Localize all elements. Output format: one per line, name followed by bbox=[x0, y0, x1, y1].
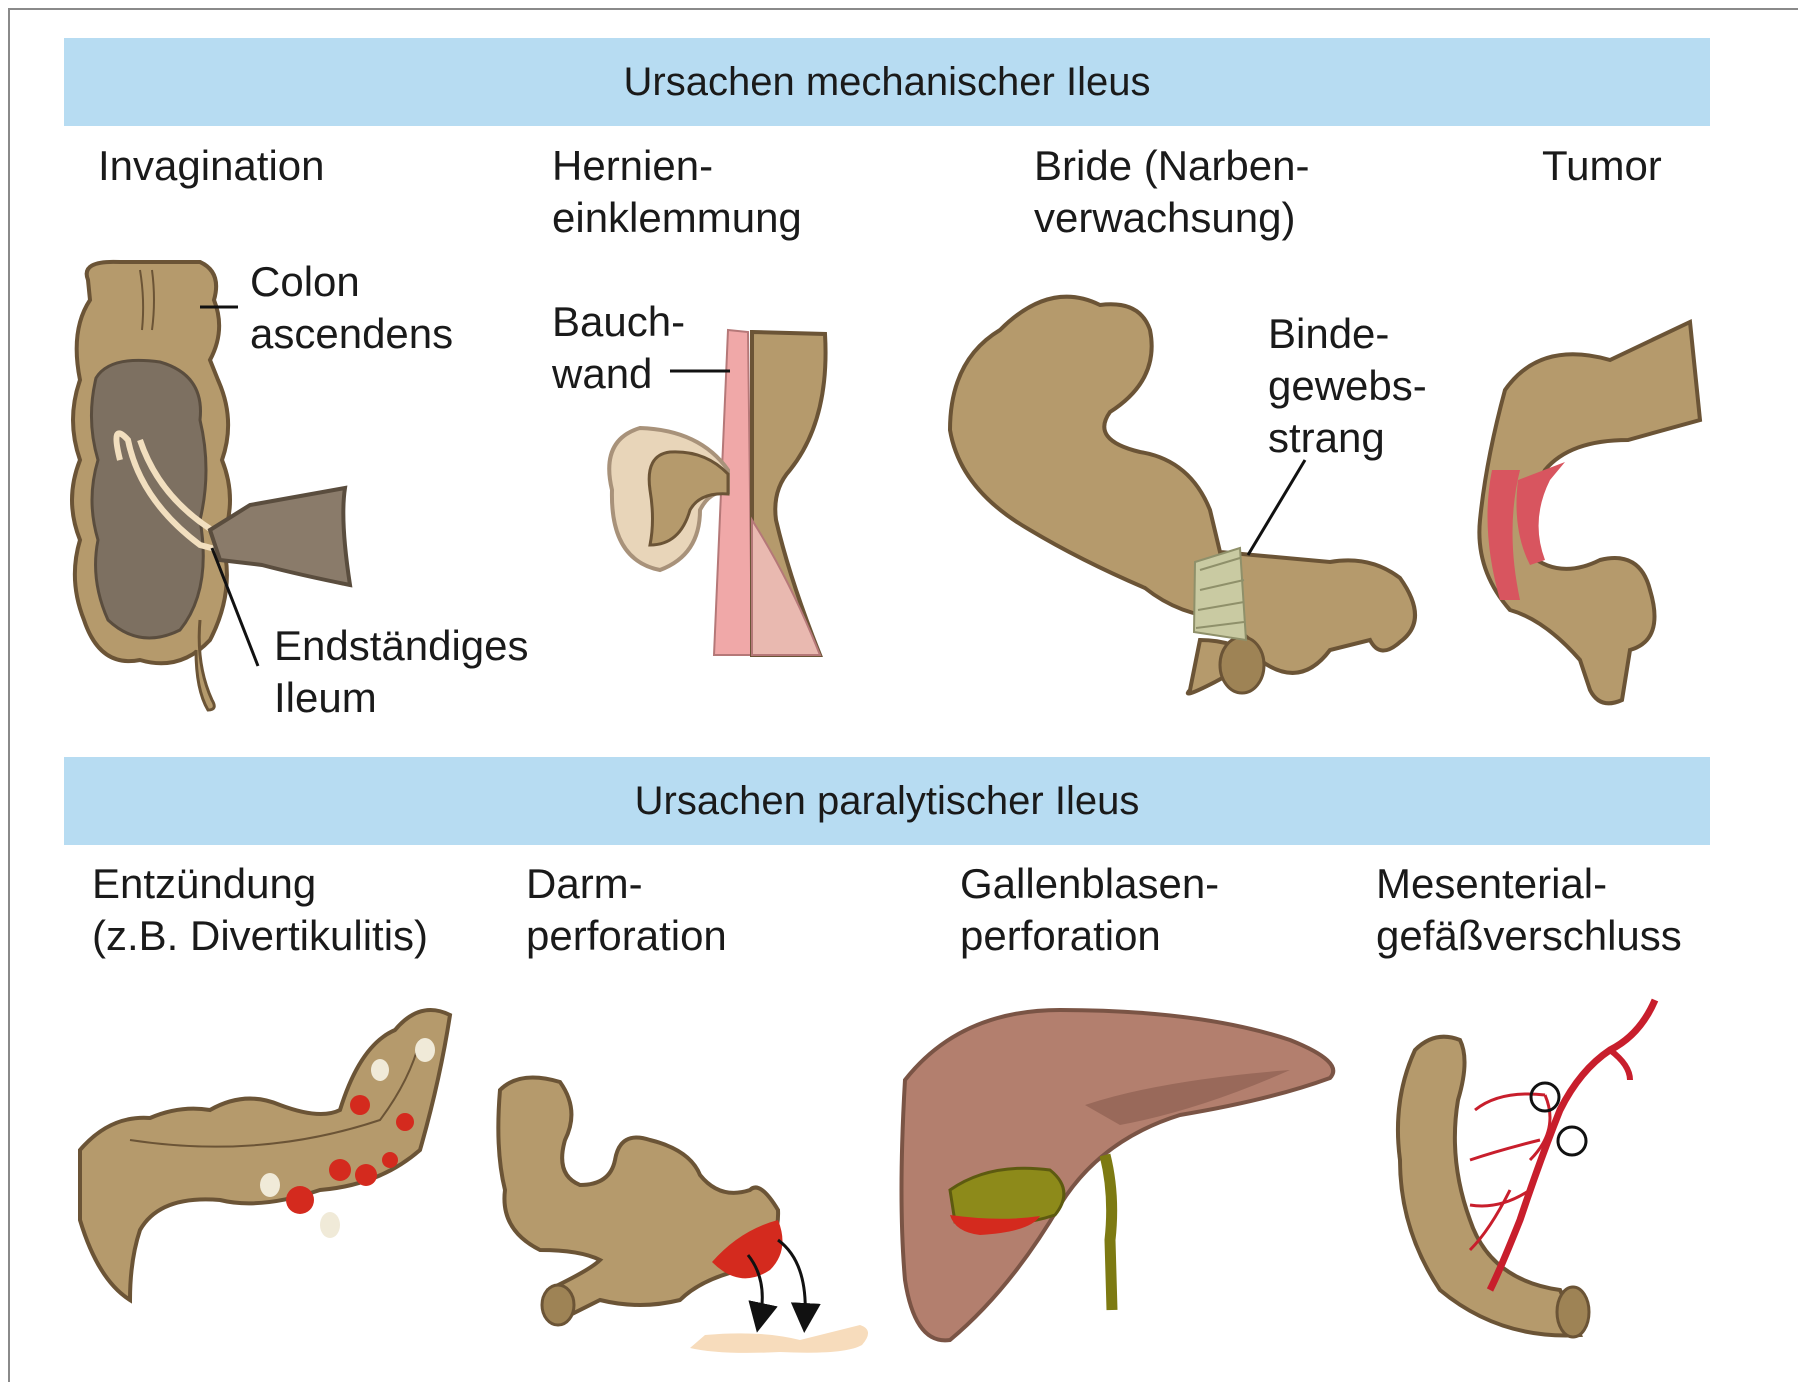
invagination-illustration bbox=[72, 262, 350, 710]
mesenteric-occlusion-illustration bbox=[1398, 1000, 1655, 1337]
inflammation-illustration bbox=[80, 1010, 450, 1300]
hernia-illustration bbox=[609, 330, 825, 655]
tumor-illustration bbox=[1479, 322, 1700, 703]
bowel-perforation-illustration bbox=[498, 1078, 868, 1353]
gallbladder-perforation-illustration bbox=[902, 1010, 1334, 1340]
bride-illustration bbox=[950, 297, 1415, 694]
